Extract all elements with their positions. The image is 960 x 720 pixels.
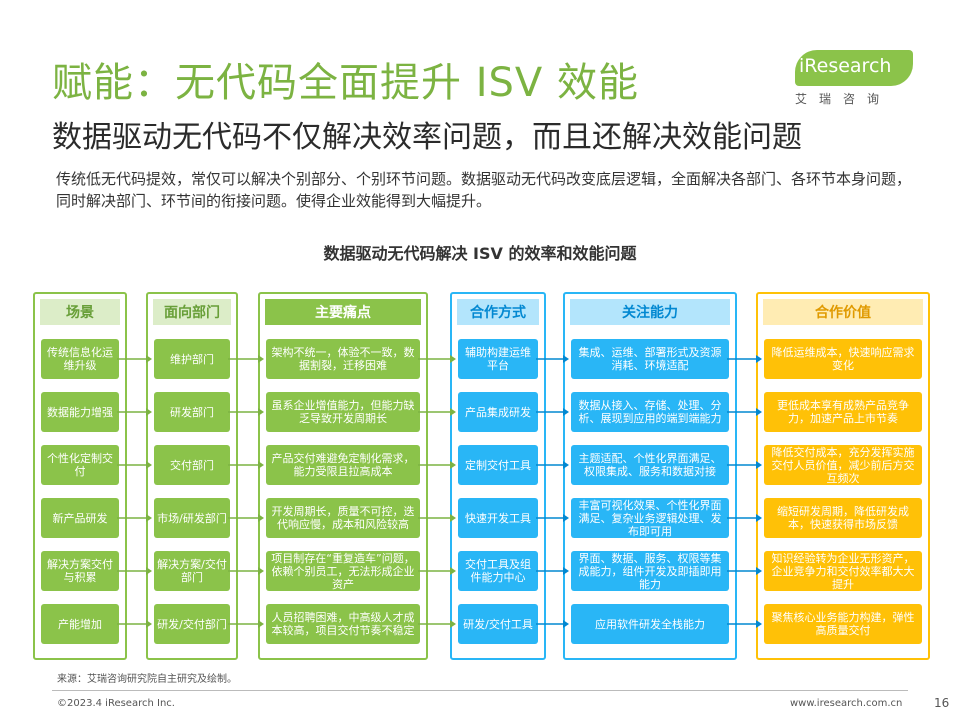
cooperation-cell: 定制交付工具	[458, 445, 538, 485]
scenario-cell: 个性化定制交付	[41, 445, 119, 485]
source-note: 来源：艾瑞咨询研究院自主研究及绘制。	[57, 674, 237, 685]
logo-text: iResearch	[799, 55, 892, 77]
capability-cell: 界面、数据、服务、权限等集成能力，组件开发及即插即用能力	[571, 551, 729, 591]
capability-cell: 应用软件研发全栈能力	[571, 604, 729, 644]
department-cell: 解决方案/交付部门	[154, 551, 230, 591]
cooperation-cell: 交付工具及组件能力中心	[458, 551, 538, 591]
pain-point-cell: 产品交付难避免定制化需求，能力受限且拉高成本	[266, 445, 420, 485]
value-cell: 降低运维成本，快速响应需求变化	[764, 339, 922, 379]
pain-point-cell: 架构不统一，体验不一致，数据割裂，迁移困难	[266, 339, 420, 379]
intro-paragraph: 传统低无代码提效，常仅可以解决个别部分、个别环节问题。数据驱动无代码改变底层逻辑…	[56, 170, 912, 210]
copyright-text: ©2023.4 iResearch Inc.	[57, 698, 175, 709]
scenario-cell: 产能增加	[41, 604, 119, 644]
pain-point-cell: 开发周期长，质量不可控，迭代响应慢，成本和风险较高	[266, 498, 420, 538]
capability-cell: 集成、运维、部署形式及资源消耗、环境适配	[571, 339, 729, 379]
column-header: 合作方式	[457, 299, 539, 325]
logo-subtext: 艾瑞咨询	[795, 92, 892, 106]
department-cell: 市场/研发部门	[154, 498, 230, 538]
column-header: 主要痛点	[265, 299, 421, 325]
website-url: www.iresearch.com.cn	[790, 698, 903, 709]
column-header: 场景	[40, 299, 120, 325]
cooperation-cell: 研发/交付工具	[458, 604, 538, 644]
pain-point-cell: 项目制存在“重复造车”问题，依赖个别员工，无法形成企业资产	[266, 551, 420, 591]
pain-point-cell: 虽系企业增值能力，但能力缺乏导致开发周期长	[266, 392, 420, 432]
scenario-cell: 数据能力增强	[41, 392, 119, 432]
column-scenario: 场景 传统信息化运维升级 数据能力增强 个性化定制交付 新产品研发 解决方案交付…	[33, 292, 127, 660]
scenario-cell: 传统信息化运维升级	[41, 339, 119, 379]
capability-cell: 丰富可视化效果、个性化界面满足、复杂业务逻辑处理、发布即可用	[571, 498, 729, 538]
column-header: 合作价值	[763, 299, 923, 325]
scenario-cell: 新产品研发	[41, 498, 119, 538]
column-department: 面向部门 维护部门 研发部门 交付部门 市场/研发部门 解决方案/交付部门 研发…	[146, 292, 238, 660]
value-cell: 知识经验转为企业无形资产，企业竞争力和交付效率都大大提升	[764, 551, 922, 591]
department-cell: 维护部门	[154, 339, 230, 379]
footer-divider	[52, 690, 908, 691]
value-cell: 更低成本享有成熟产品竞争力，加速产品上市节奏	[764, 392, 922, 432]
page-number: 16	[934, 696, 950, 710]
column-pain-points: 主要痛点 架构不统一，体验不一致，数据割裂，迁移困难 虽系企业增值能力，但能力缺…	[258, 292, 428, 660]
page-subtitle: 数据驱动无代码不仅解决效率问题，而且还解决效能问题	[52, 120, 802, 155]
page-title: 赋能：无代码全面提升 ISV 效能	[52, 60, 639, 106]
department-cell: 研发部门	[154, 392, 230, 432]
diagram-title: 数据驱动无代码解决 ISV 的效率和效能问题	[323, 244, 637, 263]
logo-leaf-shape	[795, 50, 913, 86]
cooperation-cell: 产品集成研发	[458, 392, 538, 432]
pain-point-cell: 人员招聘困难，中高级人才成本较高，项目交付节奏不稳定	[266, 604, 420, 644]
column-header: 关注能力	[570, 299, 730, 325]
department-cell: 交付部门	[154, 445, 230, 485]
iresearch-logo: iResearch 艾瑞咨询	[795, 50, 920, 108]
cooperation-cell: 快速开发工具	[458, 498, 538, 538]
value-cell: 降低交付成本，充分发挥实施交付人员价值，减少前后方交互频次	[764, 445, 922, 485]
column-cooperation-value: 合作价值 降低运维成本，快速响应需求变化 更低成本享有成熟产品竞争力，加速产品上…	[756, 292, 930, 660]
capability-cell: 主题适配、个性化界面满足、权限集成、服务和数据对接	[571, 445, 729, 485]
department-cell: 研发/交付部门	[154, 604, 230, 644]
cooperation-cell: 辅助构建运维平台	[458, 339, 538, 379]
scenario-cell: 解决方案交付与积累	[41, 551, 119, 591]
column-header: 面向部门	[153, 299, 231, 325]
column-cooperation-mode: 合作方式 辅助构建运维平台 产品集成研发 定制交付工具 快速开发工具 交付工具及…	[450, 292, 546, 660]
column-focus-capability: 关注能力 集成、运维、部署形式及资源消耗、环境适配 数据从接入、存储、处理、分析…	[563, 292, 737, 660]
capability-cell: 数据从接入、存储、处理、分析、展现到应用的端到端能力	[571, 392, 729, 432]
value-cell: 缩短研发周期，降低研发成本，快速获得市场反馈	[764, 498, 922, 538]
value-cell: 聚焦核心业务能力构建，弹性高质量交付	[764, 604, 922, 644]
